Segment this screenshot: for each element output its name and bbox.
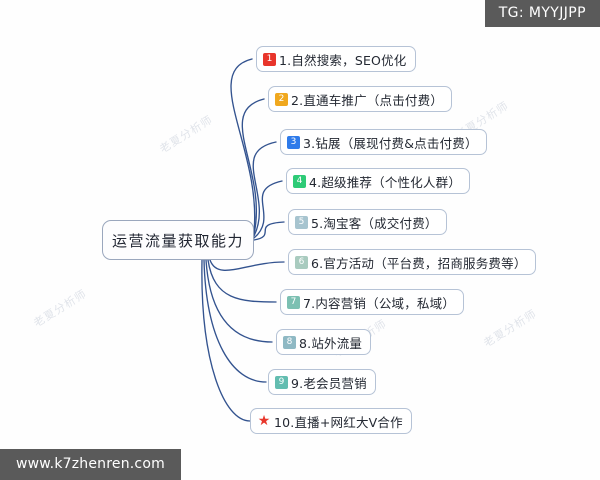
badge-icon-7: 7: [287, 295, 300, 309]
branch-node-4[interactable]: 4 4.超级推荐（个性化人群）: [286, 168, 471, 194]
badge-icon-4: 4: [293, 174, 306, 188]
branch-node-8[interactable]: 8 8.站外流量: [276, 329, 372, 355]
branch-node-6[interactable]: 6 6.官方活动（平台费，招商服务费等）: [288, 249, 536, 275]
root-node-label: 运营流量获取能力: [111, 231, 244, 250]
branch-node-1[interactable]: 1 1.自然搜索，SEO优化: [256, 46, 416, 72]
badge-icon-5: 5: [295, 215, 308, 229]
branch-node-label-7: 7.内容营销（公域，私域）: [303, 295, 456, 311]
branch-node-5[interactable]: 5 5.淘宝客（成交付费）: [288, 209, 447, 235]
branch-node-9[interactable]: 9 9.老会员营销: [268, 369, 376, 395]
branch-node-label-10: 10.直播+网红大V合作: [274, 414, 403, 430]
branch-node-2[interactable]: 2 2.直通车推广（点击付费）: [268, 86, 453, 112]
watermark-diagonal: 老夏分析师: [31, 287, 90, 330]
watermark-top-right: TG: MYYJJPP: [484, 0, 600, 27]
branch-node-10[interactable]: ★ 10.直播+网红大V合作: [250, 408, 412, 434]
branch-node-label-2: 2.直通车推广（点击付费）: [291, 92, 444, 108]
star-icon-10: ★: [257, 413, 271, 429]
branch-node-label-5: 5.淘宝客（成交付费）: [311, 215, 438, 231]
branch-node-label-4: 4.超级推荐（个性化人群）: [309, 174, 462, 190]
badge-icon-6: 6: [295, 255, 308, 269]
watermark-diagonal: 老夏分析师: [157, 113, 216, 156]
badge-icon-3: 3: [287, 135, 300, 149]
badge-icon-8: 8: [283, 335, 296, 349]
badge-icon-1: 1: [263, 52, 276, 66]
root-node[interactable]: 运营流量获取能力: [102, 220, 254, 260]
badge-icon-9: 9: [275, 375, 288, 389]
branch-node-7[interactable]: 7 7.内容营销（公域，私域）: [280, 289, 465, 315]
watermark-bottom-left: www.k7zhenren.com: [0, 449, 181, 480]
watermark-diagonal: 老夏分析师: [481, 307, 540, 350]
branch-node-3[interactable]: 3 3.钻展（展现付费&点击付费）: [280, 129, 487, 155]
branch-node-label-8: 8.站外流量: [299, 335, 363, 351]
branch-node-label-3: 3.钻展（展现付费&点击付费）: [303, 135, 478, 151]
branch-node-label-1: 1.自然搜索，SEO优化: [279, 52, 407, 68]
branch-node-label-9: 9.老会员营销: [291, 375, 367, 391]
badge-icon-2: 2: [275, 92, 288, 106]
branch-node-label-6: 6.官方活动（平台费，招商服务费等）: [311, 255, 527, 271]
